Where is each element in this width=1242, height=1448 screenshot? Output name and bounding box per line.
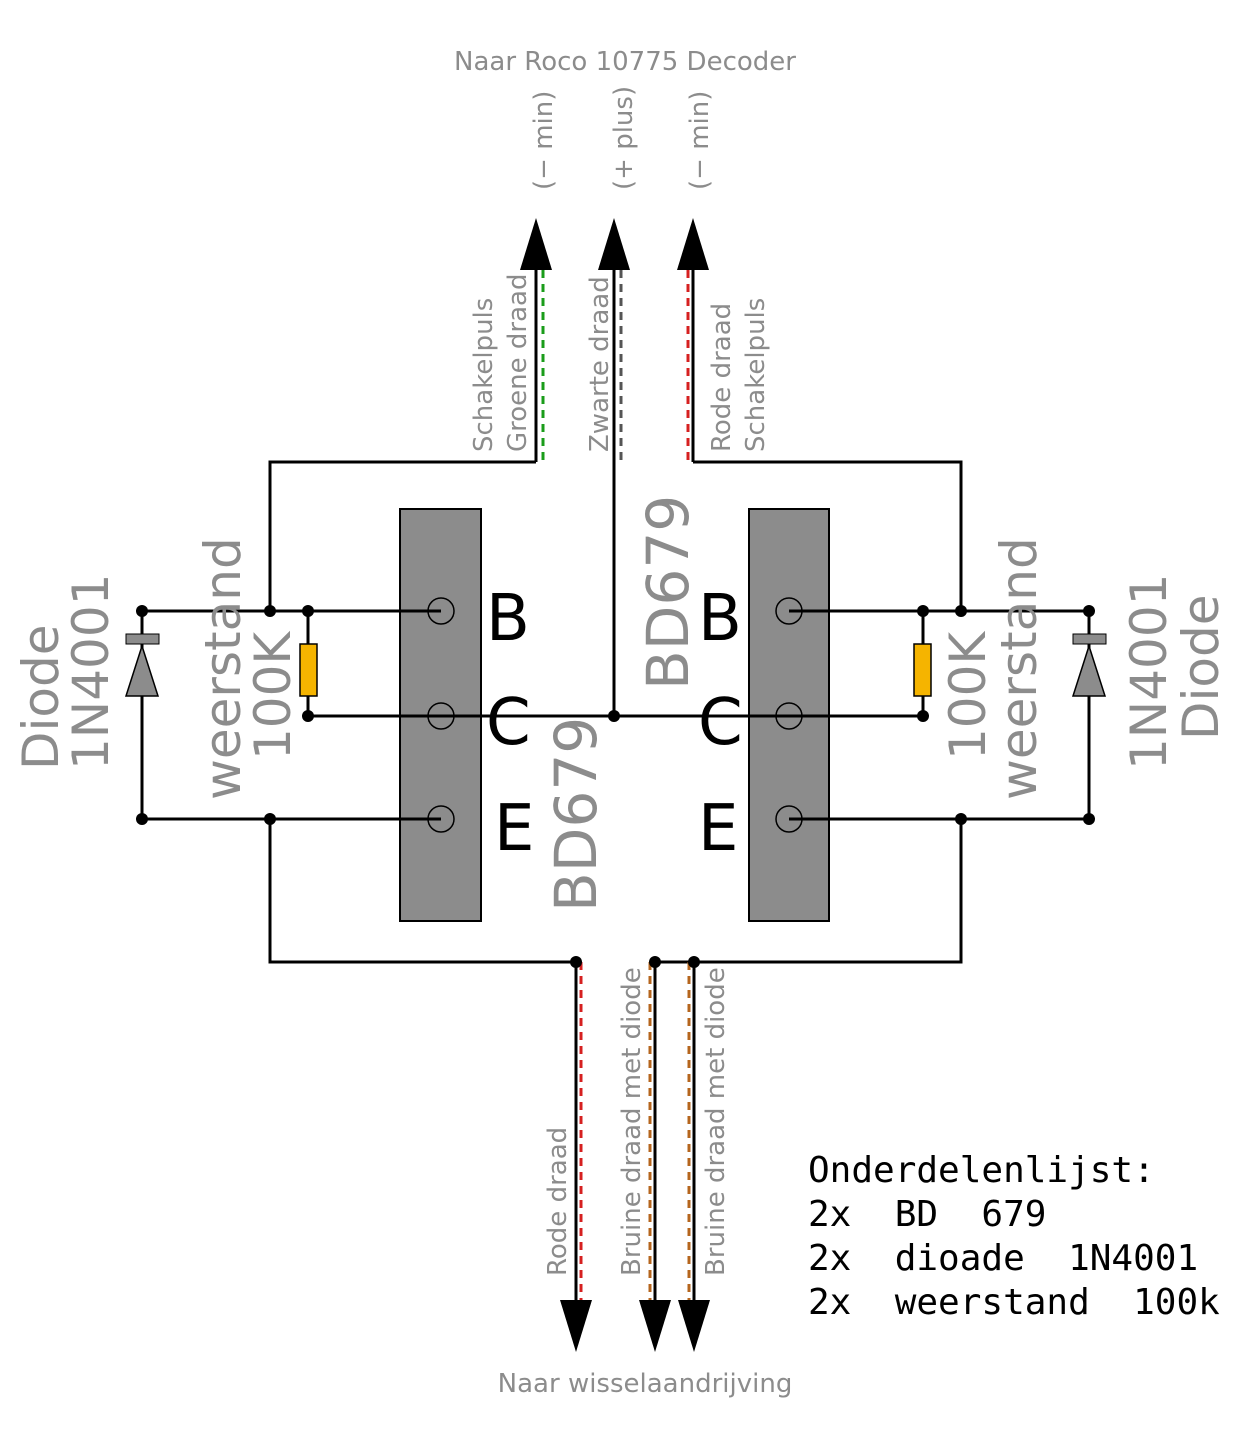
bottom-title: Naar wisselaandrijving — [498, 1369, 793, 1399]
junction-dot — [608, 710, 620, 722]
right-diode-symbol — [1071, 643, 1107, 697]
left-label-b: B — [486, 582, 530, 656]
label-bruine-draad-2: Bruine draad met diode — [701, 967, 731, 1276]
arrow-down-left — [560, 1300, 592, 1352]
right-label-e: E — [698, 792, 738, 866]
arrow-down-middle — [639, 1300, 671, 1352]
label-schakelpuls-left: Schakelpuls — [469, 298, 499, 452]
wire-left-emitter-return — [268, 819, 576, 964]
parts-list-title: Onderdelenlijst: — [808, 1150, 1155, 1191]
arrow-up-middle — [598, 218, 630, 270]
right-label-b: B — [698, 582, 742, 656]
polarity-middle: (+ plus) — [609, 86, 639, 190]
left-label-c: C — [486, 686, 531, 760]
label-zwarte-draad: Zwarte draad — [585, 276, 615, 452]
arrow-up-left — [520, 218, 552, 270]
polarity-left: (− min) — [529, 91, 559, 190]
label-rode-draad-top: Rode draad — [707, 303, 737, 452]
junction-dot — [1083, 605, 1095, 617]
right-resistor — [913, 643, 932, 697]
polarity-right: (− min) — [685, 91, 715, 190]
left-transistor-type: BD679 — [542, 717, 610, 912]
label-groene-draad: Groene draad — [503, 274, 533, 452]
left-diode-label-2: 1N4001 — [62, 574, 120, 770]
junction-dot — [917, 605, 929, 617]
right-resistor-label-1: 100K — [939, 631, 997, 760]
left-resistor-label-1: weerstand — [194, 537, 252, 800]
arrow-up-right — [677, 218, 709, 270]
wire-right-emitter-return — [655, 819, 963, 964]
wire-left-base-feed — [268, 460, 536, 611]
right-diode-label-2: Diode — [1172, 595, 1230, 740]
junction-dot — [136, 605, 148, 617]
label-schakelpuls-right: Schakelpuls — [741, 298, 771, 452]
top-title: Naar Roco 10775 Decoder — [454, 47, 796, 77]
junction-dot — [955, 605, 967, 617]
right-resistor-label-2: weerstand — [990, 537, 1048, 800]
left-diode-bar — [125, 633, 160, 645]
junction-dot — [136, 813, 148, 825]
junction-dot — [955, 813, 967, 825]
left-label-e: E — [494, 792, 534, 866]
junction-dot — [917, 710, 929, 722]
wire-right-base-feed — [693, 460, 963, 611]
junction-dot — [264, 605, 276, 617]
junction-dot — [649, 956, 661, 968]
junction-dot — [264, 813, 276, 825]
junction-dot — [1083, 813, 1095, 825]
left-resistor-label-2: 100K — [244, 631, 302, 760]
left-diode-symbol — [124, 643, 160, 697]
left-resistor — [299, 643, 318, 697]
right-label-c: C — [698, 686, 743, 760]
right-transistor-type: BD679 — [634, 495, 702, 690]
parts-list-item: 2x weerstand 100k — [808, 1282, 1220, 1323]
label-bruine-draad-1: Bruine draad met diode — [617, 967, 647, 1276]
left-diode-label-1: Diode — [12, 625, 70, 770]
junction-dot — [302, 710, 314, 722]
arrow-down-right — [678, 1300, 710, 1352]
parts-list-item: 2x BD 679 — [808, 1194, 1046, 1235]
right-diode-label-1: 1N4001 — [1120, 574, 1178, 770]
junction-dot — [570, 956, 582, 968]
right-diode-bar — [1072, 633, 1107, 645]
label-rode-draad-bottom: Rode draad — [543, 1127, 573, 1276]
parts-list-item: 2x dioade 1N4001 — [808, 1238, 1198, 1279]
junction-dot — [302, 605, 314, 617]
junction-dot — [688, 956, 700, 968]
